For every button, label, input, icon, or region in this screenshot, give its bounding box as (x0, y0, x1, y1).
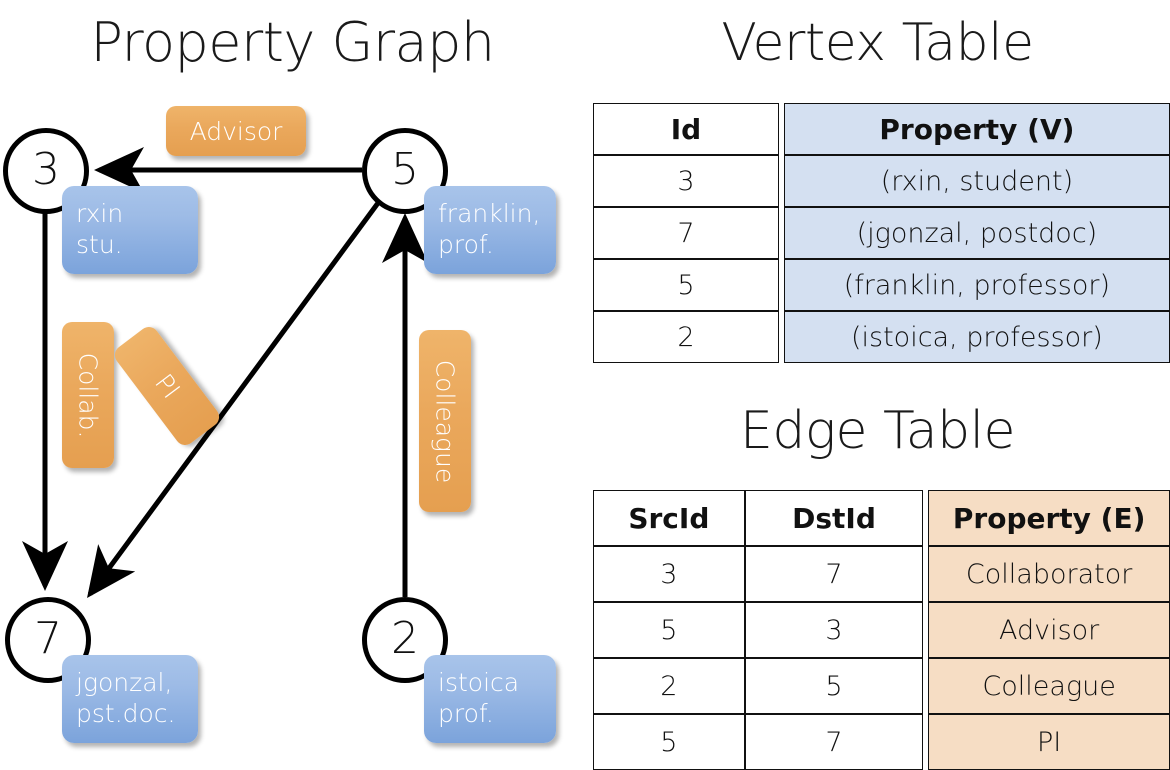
edge-table-title: Edge Table (739, 401, 1016, 461)
vertex-node-2-label: 2 (391, 613, 419, 664)
vertex-row-1-property: (jgonzal, postdoc) (783, 207, 1170, 259)
vertex-table-column-gap (778, 103, 784, 155)
table-row[interactable]: 2 (istoica, professor) (593, 311, 1170, 363)
vertex-table-title: Vertex Table (721, 13, 1034, 73)
vertex-node-7-label: 7 (34, 613, 62, 664)
edge-row-3-src: 5 (593, 714, 745, 770)
edge-row-2-dst: 5 (744, 658, 924, 714)
edge-label-colleague-text: Colleague (430, 359, 460, 483)
edge-row-3-dst: 7 (744, 714, 924, 770)
vertex-7-property-box[interactable]: jgonzal, pst.doc. (62, 655, 198, 743)
table-row[interactable]: 5 7 PI (593, 714, 1170, 770)
edge-label-collab[interactable]: Collab. (62, 322, 114, 468)
edge-table-column-gap (923, 546, 929, 602)
vertex-2-property-box[interactable]: istoica prof. (424, 655, 556, 743)
edge-row-2-property: Colleague (928, 658, 1170, 714)
edge-label-advisor[interactable]: Advisor (166, 106, 306, 156)
vertex-table: Id Property (V) 3 (rxin, student) 7 (jgo… (593, 103, 1170, 363)
edge-row-1-property: Advisor (928, 602, 1170, 658)
edge-label-pi-text: PI (148, 368, 186, 404)
vertex-table-header-property: Property (V) (783, 103, 1170, 155)
edge-table-header-row: SrcId DstId Property (E) (593, 490, 1170, 546)
vertex-table-column-gap (778, 311, 784, 363)
edge-table-column-gap (923, 602, 929, 658)
vertex-table-column-gap (778, 155, 784, 207)
edge-row-2-src: 2 (593, 658, 745, 714)
edge-row-0-property: Collaborator (928, 546, 1170, 602)
edge-table-column-gap (923, 714, 929, 770)
edge-row-0-dst: 7 (744, 546, 924, 602)
table-row[interactable]: 5 3 Advisor (593, 602, 1170, 658)
vertex-table-column-gap (778, 207, 784, 259)
property-graph-edges (22, 147, 428, 599)
edge-table-column-gap (923, 658, 929, 714)
vertex-node-3-label: 3 (32, 144, 60, 195)
vertex-node-5-label: 5 (391, 144, 419, 195)
table-row[interactable]: 3 7 Collaborator (593, 546, 1170, 602)
table-row[interactable]: 5 (franklin, professor) (593, 259, 1170, 311)
edge-table-header-property: Property (E) (928, 490, 1170, 546)
edge-row-1-src: 5 (593, 602, 745, 658)
table-row[interactable]: 2 5 Colleague (593, 658, 1170, 714)
table-row[interactable]: 7 (jgonzal, postdoc) (593, 207, 1170, 259)
edge-5-to-7 (87, 201, 381, 599)
vertex-row-1-id: 7 (593, 207, 779, 259)
edge-table-header-dstid: DstId (744, 490, 924, 546)
vertex-row-2-property: (franklin, professor) (783, 259, 1170, 311)
edge-table-header-srcid: SrcId (593, 490, 745, 546)
vertex-row-0-property: (rxin, student) (783, 155, 1170, 207)
edge-label-colleague[interactable]: Colleague (419, 330, 471, 512)
edge-table: SrcId DstId Property (E) 3 7 Collaborato… (593, 490, 1170, 770)
property-graph-title: Property Graph (90, 11, 495, 74)
vertex-node-5[interactable]: 5 (362, 128, 448, 214)
vertex-node-2[interactable]: 2 (362, 597, 448, 683)
vertex-row-3-id: 2 (593, 311, 779, 363)
vertex-table-column-gap (778, 259, 784, 311)
vertex-row-0-id: 3 (593, 155, 779, 207)
edge-row-3-property: PI (928, 714, 1170, 770)
edge-row-1-dst: 3 (744, 602, 924, 658)
table-row[interactable]: 3 (rxin, student) (593, 155, 1170, 207)
vertex-5-property-box[interactable]: franklin, prof. (424, 186, 556, 274)
vertex-table-header-id: Id (593, 103, 779, 155)
vertex-row-3-property: (istoica, professor) (783, 311, 1170, 363)
edge-row-0-src: 3 (593, 546, 745, 602)
edge-label-collab-text: Collab. (73, 352, 103, 438)
edge-table-column-gap (923, 490, 929, 546)
vertex-table-header-row: Id Property (V) (593, 103, 1170, 155)
vertex-3-property-box[interactable]: rxin stu. (62, 186, 198, 274)
vertex-row-2-id: 5 (593, 259, 779, 311)
